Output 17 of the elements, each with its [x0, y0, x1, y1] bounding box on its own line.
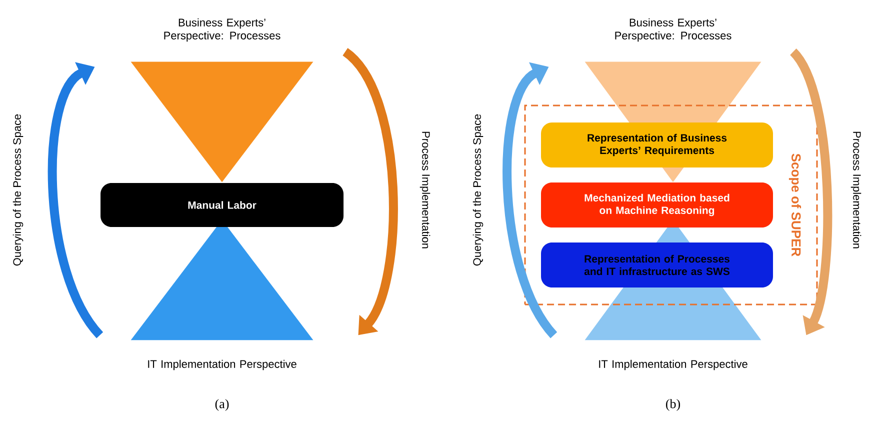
rounded-box: Mechanized Mediation based on Machine Reasoning [541, 182, 773, 228]
curved-arrow [502, 62, 558, 338]
panel-caption: (b) [666, 399, 680, 411]
heading-text: IT Implementation Perspective [148, 360, 296, 370]
panel-caption: (a) [215, 399, 229, 411]
edge-label: Querying of the Process Space [472, 112, 484, 268]
edge-label: Process Implementation [850, 130, 862, 250]
rounded-box: Manual Labor [100, 182, 344, 227]
rounded-box: Representation of Processes and IT infrastructure as SWS [541, 242, 773, 288]
heading-text: IT Implementation Perspective [599, 360, 748, 370]
heading-text: Business Experts’ Perspective: Processes [164, 18, 280, 42]
edge-label: Process Implementation [418, 130, 432, 250]
heading-text: Business Experts’ Perspective: Processes [615, 18, 732, 42]
curved-arrow [48, 62, 104, 338]
scope-title: Scope of SUPER [788, 154, 802, 256]
edge-label: Querying of the Process Space [12, 112, 24, 268]
rounded-box: Representation of Business Experts’ Requirements [541, 122, 773, 168]
